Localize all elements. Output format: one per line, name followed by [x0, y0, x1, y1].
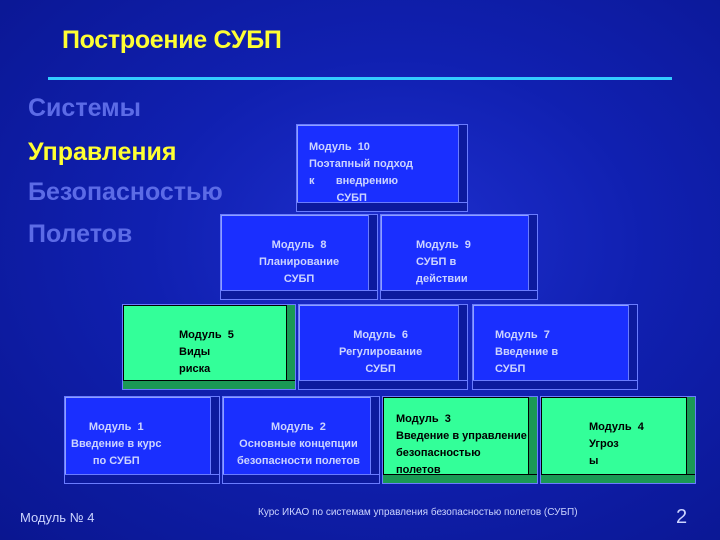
module-3-box[interactable]: Модуль 3 Введение в управление безопасно… [382, 396, 538, 484]
footer-course-title: Курс ИКАО по системам управления безопас… [258, 507, 578, 518]
module-7-box[interactable]: Модуль 7 Введение в СУБП [472, 304, 638, 390]
sms-word-4: Полетов [28, 220, 133, 248]
module-5-box[interactable]: Модуль 5 Виды риска [122, 304, 296, 390]
sms-word-2: Управления [28, 138, 177, 166]
module-3-label: Модуль 3 Введение в управление безопасно… [396, 413, 527, 476]
module-1-label: Модуль 1 Введение в курс по СУБП [71, 421, 162, 467]
module-5-label: Модуль 5 Виды риска [179, 329, 234, 375]
module-8-box[interactable]: Модуль 8 Планирование СУБП [220, 214, 378, 300]
module-9-label: Модуль 9 СУБП в действии [416, 239, 471, 285]
module-10-box[interactable]: Модуль 10 Поэтапный подход к внедрению С… [296, 124, 468, 212]
module-6-label: Модуль 6 Регулирование СУБП [339, 329, 423, 375]
module-2-box[interactable]: Модуль 2 Основные концепции безопасности… [222, 396, 380, 484]
module-7-label: Модуль 7 Введение в СУБП [495, 329, 559, 375]
module-4-label: Модуль 4 Угроз ы [589, 421, 644, 467]
footer-module-label: Модуль № 4 [20, 510, 95, 525]
module-8-label: Модуль 8 Планирование СУБП [259, 239, 340, 285]
title-underline [48, 77, 672, 80]
module-4-box[interactable]: Модуль 4 Угроз ы [540, 396, 696, 484]
module-6-box[interactable]: Модуль 6 Регулирование СУБП [298, 304, 468, 390]
page-title: Построение СУБП [62, 26, 282, 54]
sms-word-3: Безопасностью [28, 178, 223, 206]
module-2-label: Модуль 2 Основные концепции безопасности… [237, 421, 360, 467]
page-number: 2 [676, 506, 688, 528]
sms-word-1: Системы [28, 94, 141, 122]
module-9-box[interactable]: Модуль 9 СУБП в действии [380, 214, 538, 300]
module-1-box[interactable]: Модуль 1 Введение в курс по СУБП [64, 396, 220, 484]
module-10-label: Модуль 10 Поэтапный подход к внедрению С… [309, 141, 414, 204]
